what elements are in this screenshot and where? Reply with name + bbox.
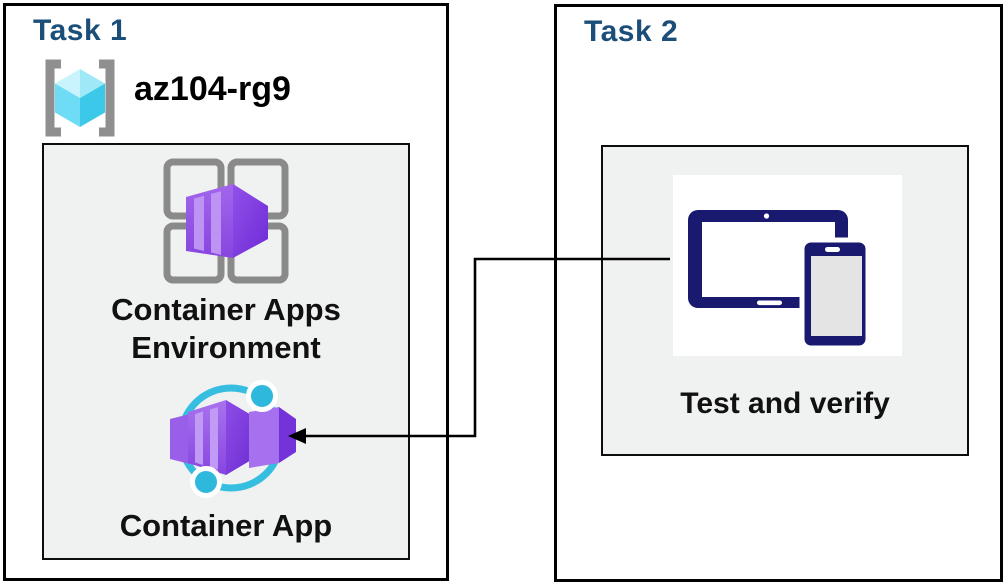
phone-speaker xyxy=(825,247,840,252)
environment-label-line1: Container Apps xyxy=(111,292,341,327)
container-apps-environment-icon xyxy=(163,158,289,284)
task1-title: Task 1 xyxy=(33,14,128,47)
test-and-verify-label: Test and verify xyxy=(680,387,890,420)
resource-group-icon xyxy=(45,59,115,137)
task1-group-box: Task 1 az104-rg9 xyxy=(3,3,449,581)
app-dot-top xyxy=(246,380,278,412)
devices-icon-panel xyxy=(673,175,902,356)
resource-group-name: az104-rg9 xyxy=(134,70,291,108)
task2-group-box: Task 2 Test and verify xyxy=(554,4,1003,582)
task1-inner-panel: Container Apps Environment xyxy=(42,143,410,560)
container-app-label: Container App xyxy=(119,508,333,543)
environment-label-line2: Environment xyxy=(131,330,321,365)
phone-screen xyxy=(811,256,862,336)
container-app-icon xyxy=(170,380,296,498)
bracket-left xyxy=(45,59,61,137)
bracket-right xyxy=(99,59,115,137)
tablet-camera xyxy=(763,213,770,219)
tablet-home-button xyxy=(757,300,782,306)
app-dot-bottom xyxy=(190,466,222,498)
task2-title: Task 2 xyxy=(584,15,679,48)
task2-inner-panel: Test and verify xyxy=(601,145,969,456)
environment-label: Container Apps Environment xyxy=(44,291,408,367)
devices-icon xyxy=(688,210,871,351)
